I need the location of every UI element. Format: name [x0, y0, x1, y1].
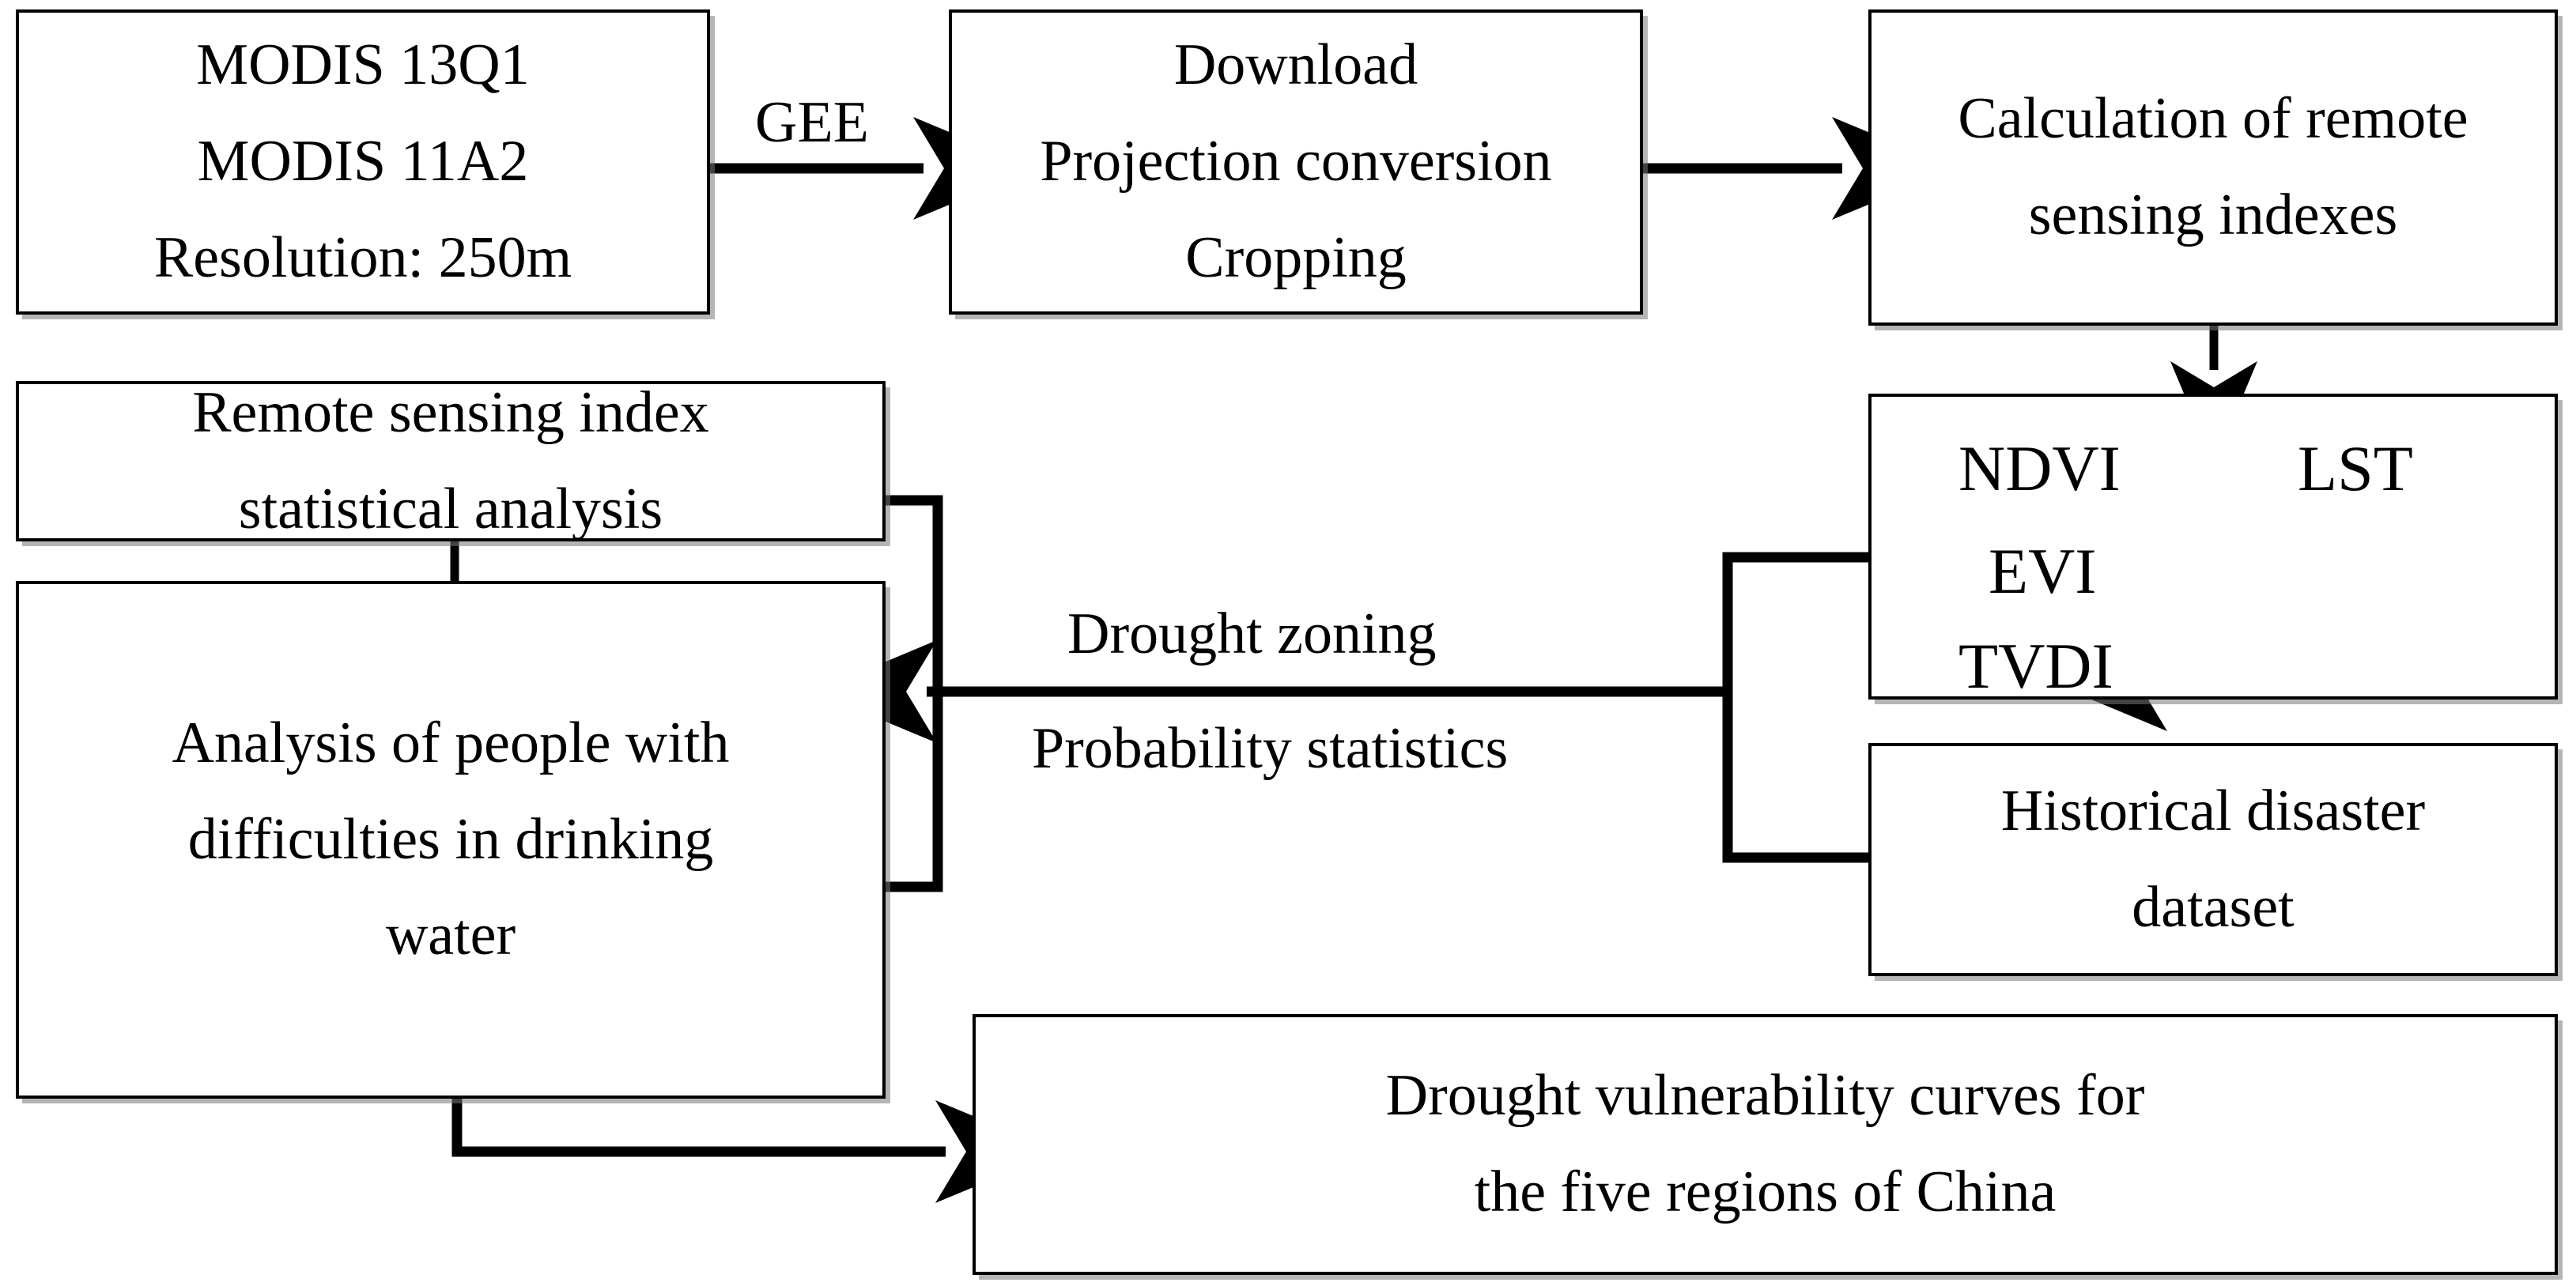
edge-label-probability-statistics: Probability statistics: [1032, 716, 1509, 781]
node-preprocessing-line-3: Cropping: [1185, 224, 1407, 290]
index-term-evi: EVI: [1989, 535, 2097, 607]
node-preprocessing[interactable]: Download Projection conversion Cropping: [949, 9, 1643, 315]
index-term-lst: LST: [2298, 432, 2413, 504]
node-index-calculation[interactable]: Calculation of remote sensing indexes: [1868, 9, 2558, 326]
node-data-source[interactable]: MODIS 13Q1 MODIS 11A2 Resolution: 250m: [16, 9, 710, 315]
edge-drinkingwater-to-curves: [451, 1099, 1059, 1203]
node-vulnerability-curves-line-1: Drought vulnerability curves for: [1385, 1063, 2145, 1129]
index-term-ndvi: NDVI: [1958, 432, 2121, 504]
edge-label-gee: GEE: [755, 90, 869, 155]
node-historical-dataset-line-1: Historical disaster: [2000, 778, 2426, 843]
node-statistical-analysis-line-1: Remote sensing index: [192, 379, 709, 445]
node-preprocessing-line-2: Projection conversion: [1040, 129, 1552, 194]
node-drinking-water-analysis-line-1: Analysis of people with: [172, 710, 730, 775]
node-historical-dataset-line-2: dataset: [2132, 874, 2295, 940]
node-vulnerability-curves[interactable]: Drought vulnerability curves for the fiv…: [973, 1014, 2558, 1275]
node-statistical-analysis[interactable]: Remote sensing index statistical analysi…: [16, 381, 886, 541]
node-drinking-water-analysis-line-2: difficulties in drinking: [187, 806, 714, 872]
index-term-tvdi: TVDI: [1958, 630, 2113, 702]
node-index-calculation-line-1: Calculation of remote: [1958, 86, 2468, 152]
node-indexes[interactable]: NDVI LST EVI TVDI: [1868, 394, 2558, 700]
bracket-right-group: [1722, 552, 1868, 863]
edge-label-drought-zoning: Drought zoning: [1067, 602, 1437, 666]
node-data-source-line-1: MODIS 13Q1: [196, 32, 530, 98]
node-data-source-line-2: MODIS 11A2: [197, 129, 529, 194]
node-historical-dataset[interactable]: Historical disaster dataset: [1868, 743, 2558, 976]
bracket-left-group: [886, 495, 943, 892]
node-drinking-water-analysis-line-3: water: [385, 903, 516, 968]
node-statistical-analysis-line-2: statistical analysis: [238, 476, 663, 541]
node-preprocessing-line-1: Download: [1173, 32, 1418, 98]
node-data-source-line-3: Resolution: 250m: [153, 224, 572, 290]
node-index-calculation-line-2: sensing indexes: [2028, 183, 2398, 247]
node-drinking-water-analysis[interactable]: Analysis of people with difficulties in …: [16, 581, 886, 1099]
node-vulnerability-curves-line-2: the five regions of China: [1474, 1160, 2057, 1224]
